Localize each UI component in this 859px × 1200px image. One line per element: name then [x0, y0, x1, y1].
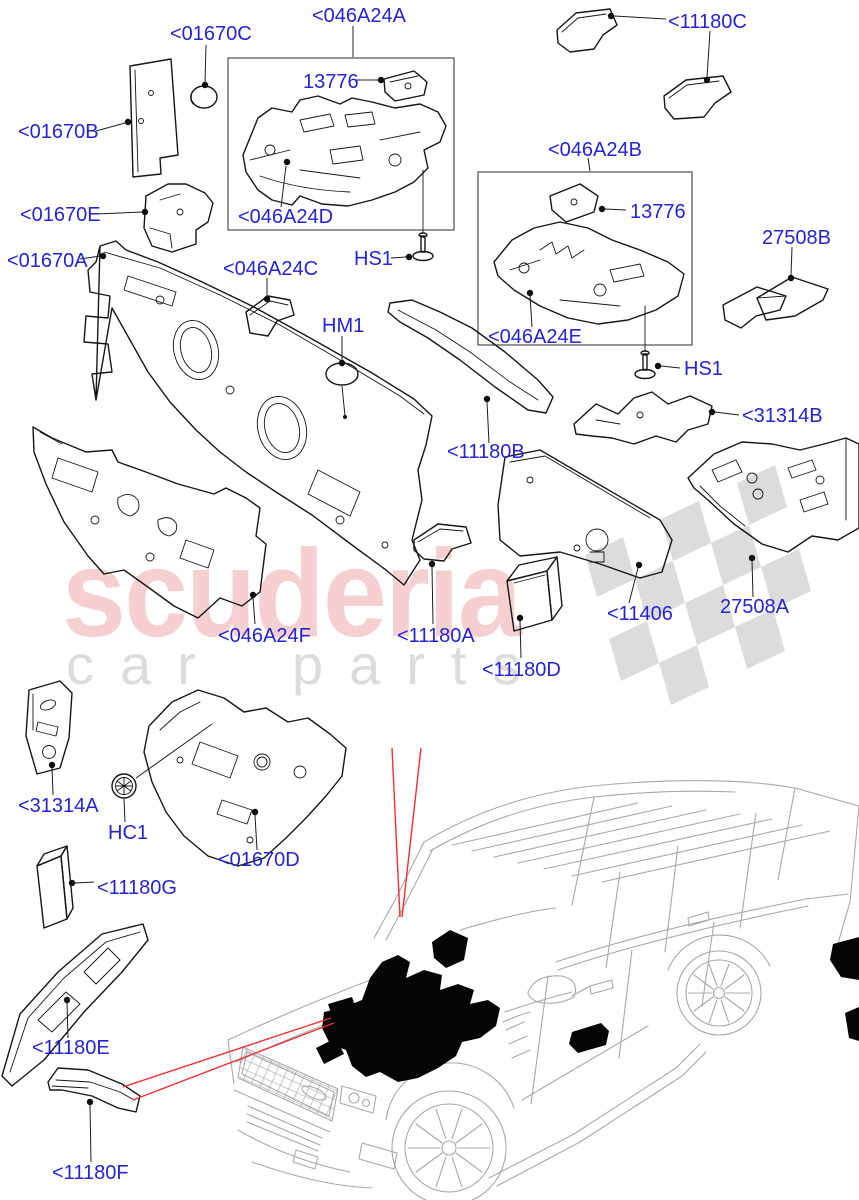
part-label-11180C[interactable]: <11180C	[668, 11, 747, 33]
part-11406-drawing	[497, 449, 673, 579]
part-01670E-drawing	[143, 183, 214, 253]
part-label-01670D[interactable]: <01670D	[218, 849, 300, 871]
part-label-HS1-top[interactable]: HS1	[354, 248, 393, 270]
part-01670B-drawing	[129, 58, 179, 178]
watermark-tagline-word2: parts	[292, 633, 547, 696]
part-13776-top-drawing	[383, 70, 428, 102]
part-label-046A24F[interactable]: <046A24F	[218, 625, 311, 647]
callout-labels: <01670C <046A24A <11180C 13776 <01670B <…	[7, 5, 831, 1184]
part-31314A-drawing	[25, 680, 73, 775]
part-label-01670C[interactable]: <01670C	[170, 23, 252, 45]
part-label-HC1[interactable]: HC1	[108, 822, 148, 844]
part-label-046A24D[interactable]: <046A24D	[238, 206, 333, 228]
part-label-11180G[interactable]: <11180G	[97, 877, 177, 899]
part-label-01670A[interactable]: <01670A	[7, 250, 88, 272]
part-046A24F-drawing	[32, 426, 267, 619]
part-01670C-drawing	[190, 85, 218, 109]
part-01670D-drawing	[143, 689, 347, 867]
hs1-fastener-lower-icon	[634, 305, 656, 380]
part-label-HM1[interactable]: HM1	[322, 315, 364, 337]
part-label-27508B[interactable]: 27508B	[762, 227, 831, 249]
part-11180B-drawing	[387, 299, 554, 414]
assembly-box-046A24B	[477, 171, 693, 346]
part-label-11180F[interactable]: <11180F	[52, 1162, 129, 1184]
part-label-046A24C[interactable]: <046A24C	[223, 258, 318, 280]
part-label-31314A[interactable]: <31314A	[18, 795, 99, 817]
installed-insulation-highlight	[316, 930, 859, 1082]
part-HC1-grommet-drawing	[111, 773, 137, 799]
part-27508B-drawing	[722, 276, 829, 329]
part-label-11180E[interactable]: <11180E	[32, 1037, 110, 1059]
part-label-27508A[interactable]: 27508A	[720, 596, 790, 618]
part-label-046A24E[interactable]: <046A24E	[488, 326, 582, 348]
part-label-11180D[interactable]: <11180D	[482, 659, 561, 681]
part-label-13776-top[interactable]: 13776	[303, 71, 359, 93]
part-label-11180A[interactable]: <11180A	[397, 625, 475, 647]
part-046A24E-drawing	[493, 221, 685, 325]
part-11180C-pad1-drawing	[556, 8, 618, 53]
part-HM1-grommet-drawing	[325, 362, 359, 386]
part-label-01670E[interactable]: <01670E	[20, 204, 101, 226]
red-locator-lines	[122, 747, 422, 1101]
part-11180A-drawing	[413, 523, 472, 562]
part-13776-lower-drawing	[549, 183, 599, 223]
hs1-fastener-top-icon	[412, 169, 434, 262]
watermark-brand-text: scuderia	[62, 525, 523, 663]
part-11180F-drawing	[47, 1067, 141, 1113]
part-046A24D-drawing	[242, 95, 447, 207]
part-label-046A24A[interactable]: <046A24A	[312, 5, 407, 27]
assembly-box-046A24A	[227, 57, 455, 231]
part-label-11406[interactable]: <11406	[607, 603, 673, 625]
part-11180G-drawing	[36, 845, 74, 929]
part-11180E-drawing	[1, 923, 149, 1087]
part-01670A-drawing	[83, 240, 433, 586]
checkered-flag-watermark	[585, 465, 811, 705]
part-046A24C-drawing	[245, 295, 295, 337]
part-label-31314B[interactable]: <31314B	[742, 405, 823, 427]
part-label-HS1-lower[interactable]: HS1	[684, 358, 723, 380]
part-31314B-drawing	[573, 391, 713, 445]
part-11180D-drawing	[506, 556, 563, 632]
part-27508A-drawing	[687, 437, 859, 553]
part-11180C-pad2-drawing	[663, 75, 732, 120]
part-label-01670B[interactable]: <01670B	[18, 121, 99, 143]
part-label-13776-lower[interactable]: 13776	[630, 201, 686, 223]
watermark: scuderia car parts	[62, 465, 811, 705]
vehicle-illustration	[227, 780, 859, 1200]
part-label-046A24B[interactable]: <046A24B	[548, 139, 642, 161]
watermark-tagline-word1: car	[66, 633, 222, 696]
leader-lines	[48, 12, 795, 1163]
part-label-11180B[interactable]: <11180B	[447, 441, 525, 463]
